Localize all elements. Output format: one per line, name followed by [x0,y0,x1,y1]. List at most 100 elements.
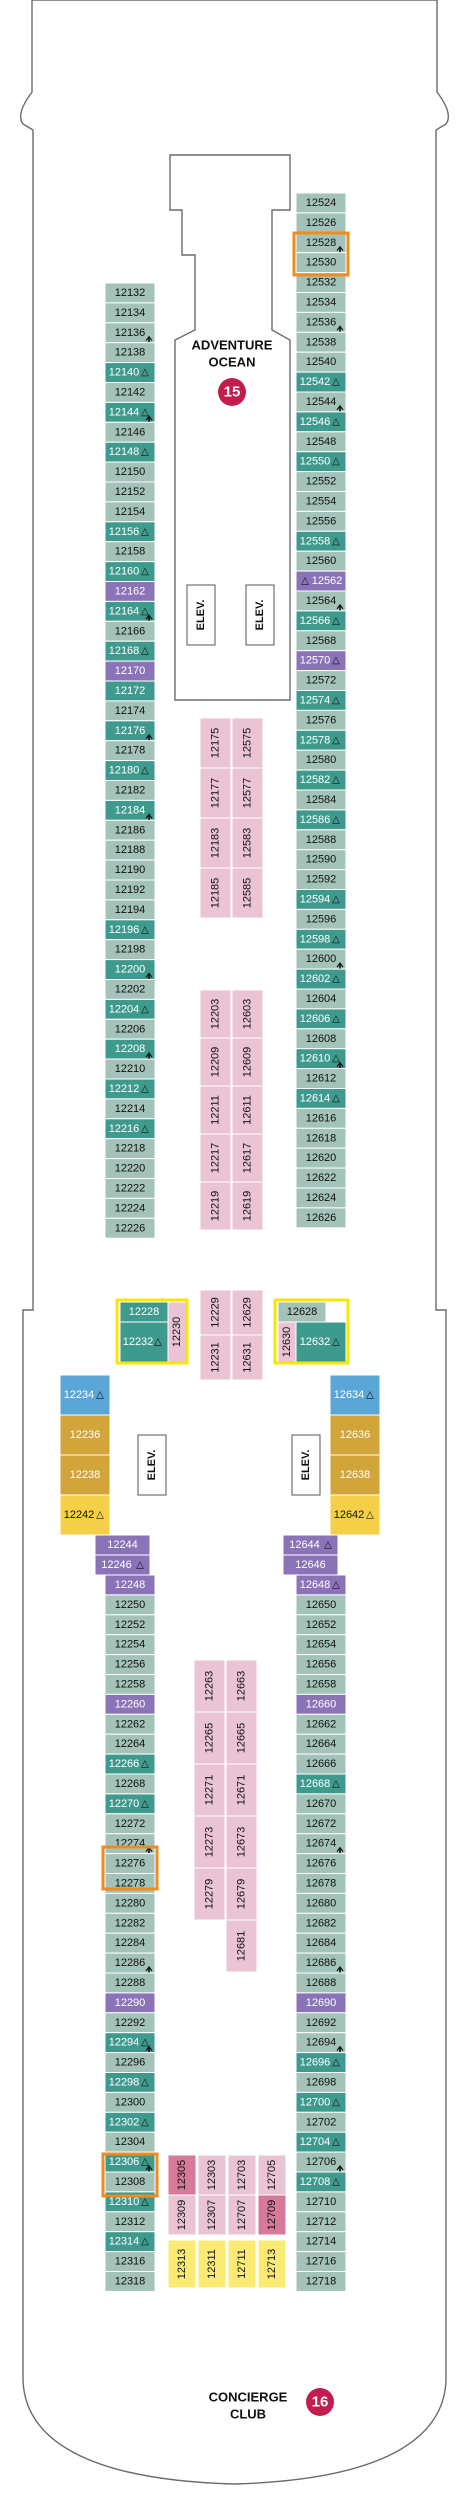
cabin-12632[interactable]: 12632△ [295,1321,347,1363]
cabin-12266[interactable]: 12266△ [104,1753,156,1775]
cabin-12132[interactable]: 12132 [104,282,156,304]
cabin-12718[interactable]: 12718 [295,2271,347,2292]
cabin-12194[interactable]: 12194 [104,899,156,921]
cabin-12146[interactable]: 12146 [104,421,156,443]
cabin-12703[interactable]: 12703 [227,2154,257,2196]
cabin-12566[interactable]: 12566△ [295,610,347,632]
cabin-12210[interactable]: 12210 [104,1058,156,1080]
cabin-12206[interactable]: 12206 [104,1018,156,1040]
cabin-12270[interactable]: 12270△ [104,1793,156,1815]
cabin-12272[interactable]: 12272 [104,1813,156,1835]
cabin-12276[interactable]: 12276 [104,1853,156,1874]
cabin-12664[interactable]: 12664 [295,1733,347,1755]
cabin-12214[interactable]: 12214 [104,1098,156,1120]
cabin-12538[interactable]: 12538 [295,331,347,353]
cabin-12679[interactable]: 12679 [225,1867,258,1921]
cabin-12216[interactable]: 12216△ [104,1118,156,1140]
cabin-12309[interactable]: 12309 [167,2194,197,2236]
cabin-12192[interactable]: 12192 [104,879,156,901]
cabin-12670[interactable]: 12670 [295,1793,347,1815]
cabin-12624[interactable]: 12624 [295,1187,347,1209]
cabin-12164[interactable]: 12164△ [104,600,156,629]
cabin-12234[interactable]: 12234△ [59,1374,111,1416]
cabin-12548[interactable]: 12548 [295,431,347,453]
cabin-12264[interactable]: 12264 [104,1733,156,1755]
cabin-12656[interactable]: 12656 [295,1654,347,1675]
cabin-12284[interactable]: 12284 [104,1932,156,1954]
cabin-12698[interactable]: 12698 [295,2072,347,2093]
cabin-12572[interactable]: 12572 [295,670,347,691]
cabin-12312[interactable]: 12312 [104,2211,156,2233]
cabin-12630[interactable]: 12630 [277,1321,297,1363]
cabin-12650[interactable]: 12650 [295,1594,347,1616]
cabin-12298[interactable]: 12298△ [104,2072,156,2093]
cabin-12622[interactable]: 12622 [295,1167,347,1189]
cabin-12590[interactable]: 12590 [295,849,347,871]
cabin-12598[interactable]: 12598△ [295,928,347,950]
cabin-12158[interactable]: 12158 [104,541,156,563]
cabin-12619[interactable]: 12619 [231,1181,264,1231]
cabin-12242[interactable]: 12242△ [59,1494,111,1536]
cabin-12160[interactable]: 12160△ [104,561,156,582]
cabin-12258[interactable]: 12258 [104,1674,156,1695]
cabin-12254[interactable]: 12254 [104,1634,156,1656]
cabin-12577[interactable]: 12577 [231,767,264,819]
cabin-12304[interactable]: 12304 [104,2131,156,2153]
cabin-12588[interactable]: 12588 [295,829,347,851]
cabin-12311[interactable]: 12311 [197,2239,227,2289]
cabin-12658[interactable]: 12658 [295,1674,347,1695]
cabin-12696[interactable]: 12696△ [295,2052,347,2074]
cabin-12236[interactable]: 12236 [59,1414,111,1456]
cabin-12609[interactable]: 12609 [231,1037,264,1087]
cabin-12162[interactable]: 12162 [104,581,156,602]
cabin-12602[interactable]: 12602△ [295,968,347,990]
cabin-12526[interactable]: 12526 [295,212,347,234]
cabin-12665[interactable]: 12665 [225,1711,258,1765]
cabin-12260[interactable]: 12260 [104,1693,156,1715]
cabin-12631[interactable]: 12631 [231,1334,264,1381]
cabin-12228[interactable]: 12228 [119,1301,169,1323]
cabin-12186[interactable]: 12186 [104,819,156,841]
cabin-12178[interactable]: 12178 [104,740,156,762]
cabin-12172[interactable]: 12172 [104,680,156,702]
cabin-12224[interactable]: 12224 [104,1197,156,1219]
cabin-12706[interactable]: 12706 [295,2151,347,2179]
cabin-12716[interactable]: 12716 [295,2251,347,2273]
cabin-12603[interactable]: 12603 [231,989,264,1039]
cabin-12710[interactable]: 12710 [295,2191,347,2213]
cabin-12168[interactable]: 12168△ [104,640,156,662]
cabin-12662[interactable]: 12662 [295,1713,347,1735]
cabin-12681[interactable]: 12681 [225,1919,258,1973]
cabin-12558[interactable]: 12558△ [295,530,347,552]
cabin-12682[interactable]: 12682 [295,1912,347,1934]
cabin-12673[interactable]: 12673 [225,1815,258,1869]
cabin-12226[interactable]: 12226 [104,1217,156,1239]
cabin-12544[interactable]: 12544 [295,391,347,419]
cabin-12263[interactable]: 12263 [193,1659,226,1713]
cabin-12618[interactable]: 12618 [295,1127,347,1149]
cabin-12654[interactable]: 12654 [295,1634,347,1656]
cabin-12282[interactable]: 12282 [104,1912,156,1934]
cabin-12248[interactable]: 12248 [104,1574,156,1596]
cabin-12606[interactable]: 12606△ [295,1008,347,1030]
cabin-12217[interactable]: 12217 [199,1133,232,1183]
cabin-12232[interactable]: 12232△ [119,1321,169,1363]
cabin-12170[interactable]: 12170 [104,660,156,682]
cabin-12666[interactable]: 12666 [295,1753,347,1775]
cabin-12626[interactable]: 12626 [295,1207,347,1229]
cabin-12556[interactable]: 12556 [295,510,347,532]
cabin-12294[interactable]: 12294△ [104,2032,156,2060]
cabin-12303[interactable]: 12303 [197,2154,227,2196]
cabin-12634[interactable]: 12634△ [329,1374,381,1416]
cabin-12628[interactable]: 12628 [277,1301,327,1323]
cabin-12280[interactable]: 12280 [104,1892,156,1914]
cabin-12594[interactable]: 12594△ [295,889,347,910]
cabin-12610[interactable]: 12610△ [295,1048,347,1076]
cabin-12144[interactable]: 12144△ [104,401,156,430]
cabin-12308[interactable]: 12308 [104,2171,156,2193]
cabin-12616[interactable]: 12616 [295,1107,347,1129]
cabin-12177[interactable]: 12177 [199,767,232,819]
cabin-12648[interactable]: 12648△ [295,1574,347,1596]
cabin-12154[interactable]: 12154 [104,501,156,523]
cabin-12211[interactable]: 12211 [199,1085,232,1135]
